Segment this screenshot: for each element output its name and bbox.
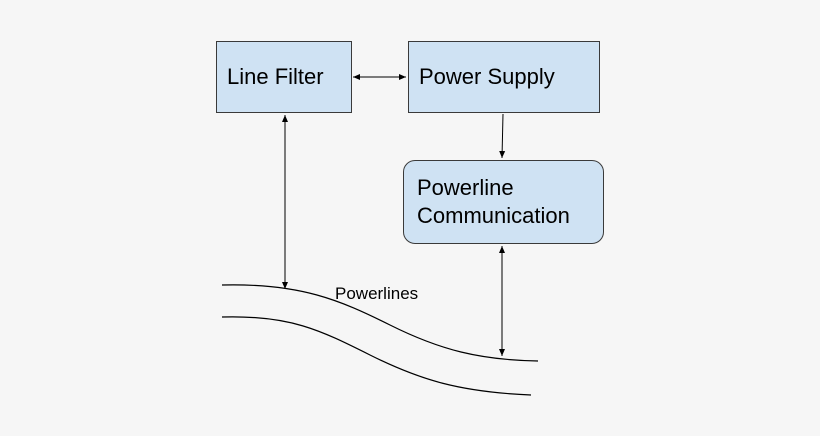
supply-comm-connector [499,113,506,159]
powerline-communication-label-line2: Communication [417,203,570,228]
powerline-communication-label-line1: Powerline [417,175,514,200]
power-supply-block: Power Supply [408,41,600,113]
line-filter-block: Line Filter [216,41,352,113]
powerlines-label: Powerlines [335,284,419,303]
powerline-wire-upper [221,284,539,362]
powerline-wire-lower [221,316,532,396]
line-filter-label: Line Filter [227,64,324,89]
power-supply-label: Power Supply [419,64,555,89]
powerline-communication-block: Powerline Communication [403,160,604,244]
